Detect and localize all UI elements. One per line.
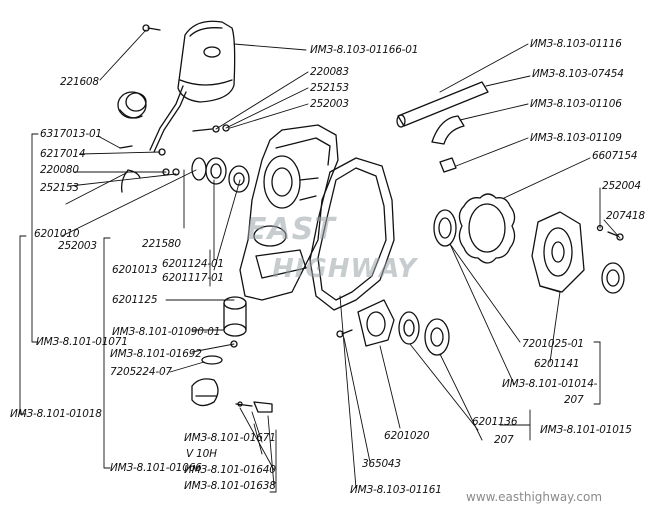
label-252153-left: 252153 (40, 182, 79, 194)
brackets (19, 133, 601, 493)
oil-filter (223, 296, 247, 348)
label-6217014: 6217014 (40, 148, 86, 160)
o-ring-plug (191, 355, 273, 413)
label-207-a: 207 (564, 394, 584, 406)
label-01071: ИМЗ-8.101-01071 (36, 336, 128, 348)
label-7201025: 7201025-01 (522, 338, 584, 350)
label-365043: 365043 (362, 458, 401, 470)
label-07454: ИМЗ-8.103-07454 (532, 68, 624, 80)
label-252153-top: 252153 (310, 82, 349, 94)
label-01671: ИМЗ-8.101-01671 (184, 432, 276, 444)
label-01018: ИМЗ-8.101-01018 (10, 408, 102, 420)
label-6201010: 6201010 (34, 228, 80, 240)
label-01109: ИМЗ-8.103-01109 (530, 132, 622, 144)
label-01161: ИМЗ-8.103-01161 (350, 484, 442, 496)
bearing (433, 209, 457, 247)
label-7205224: 7205224-07 (110, 366, 172, 378)
label-207-b: 207 (494, 434, 514, 446)
label-01116: ИМЗ-8.103-01116 (530, 38, 622, 50)
label-220080: 220080 (40, 164, 79, 176)
label-252003-left: 252003 (58, 240, 97, 252)
label-252004: 252004 (602, 180, 641, 192)
flange-plate (336, 299, 395, 347)
seal-rings (191, 157, 250, 193)
oil-seal (601, 262, 625, 294)
label-6201125: 6201125 (112, 294, 158, 306)
label-6607154: 6607154 (592, 150, 638, 162)
watermark-url: www.easthighway.com (466, 490, 603, 504)
label-v10h: V 10H (186, 448, 217, 460)
label-6201117: 6201117-01 (162, 272, 224, 284)
label-220083: 220083 (310, 66, 349, 78)
label-01640: ИМЗ-8.101-01640 (184, 464, 276, 476)
crankcase-half (239, 124, 339, 301)
label-6201124: 6201124-01 (162, 258, 224, 270)
watermark-line-2: HIGHWAY (272, 254, 418, 284)
label-01166: ИМЗ-8.103-01166-01 (310, 44, 419, 56)
cap-part (117, 91, 147, 119)
label-01066: ИМЗ-8.101-01066 (110, 462, 202, 474)
pump-parts (398, 311, 450, 356)
label-252003-top: 252003 (310, 98, 349, 110)
label-01638: ИМЗ-8.101-01638 (184, 480, 276, 492)
label-01015: ИМЗ-8.101-01015 (540, 424, 632, 436)
breather-tube (396, 81, 489, 173)
side-cover (531, 211, 585, 293)
label-6317013: 6317013-01 (40, 128, 102, 140)
label-6201013: 6201013 (112, 264, 158, 276)
cover-gasket (458, 193, 516, 264)
label-01090: ИМЗ-8.101-01090-01 (112, 326, 221, 338)
label-6201141: 6201141 (534, 358, 580, 370)
label-6201136: 6201136 (472, 416, 518, 428)
label-221580: 221580 (142, 238, 181, 250)
label-6201020: 6201020 (384, 430, 430, 442)
label-01692: ИМЗ-8.101-01692 (110, 348, 202, 360)
screw-part (142, 24, 161, 32)
leader-lines (61, 29, 621, 489)
label-01106: ИМЗ-8.103-01106 (530, 98, 622, 110)
air-filter-housing (149, 20, 236, 153)
label-01014: ИМЗ-8.101-01014- (502, 378, 598, 390)
watermark-line-1: EAST (246, 212, 336, 247)
label-221608: 221608 (60, 76, 99, 88)
label-207418: 207418 (606, 210, 645, 222)
gasket (309, 157, 395, 311)
